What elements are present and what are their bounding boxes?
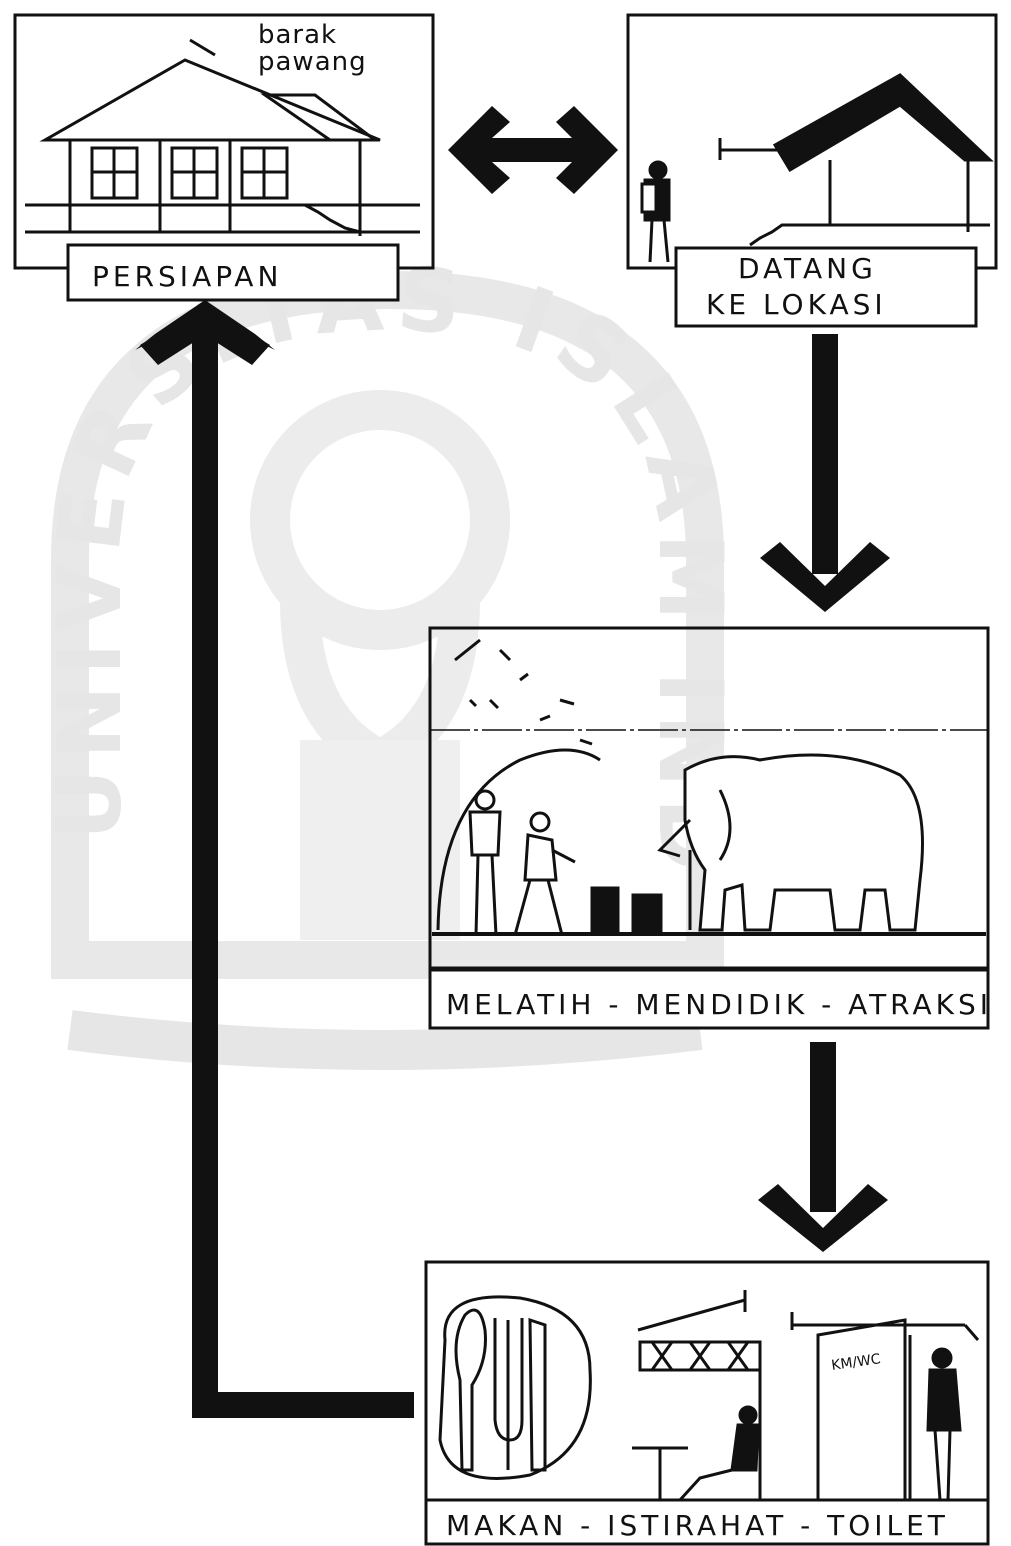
stage-makan: KM/WC MAKAN - ISTIRAHAT - TOILET bbox=[424, 1260, 990, 1546]
meal-rest-toilet-illustration bbox=[438, 1290, 980, 1502]
double-arrow-icon bbox=[448, 106, 618, 194]
watermark-seal: UNIVERSITAS ISLAM INDONESIA bbox=[0, 0, 732, 1070]
barak-note-line1: barak bbox=[258, 20, 337, 50]
stage-melatih: MELATIH - MENDIDIK - ATRAKSI bbox=[428, 626, 992, 1030]
barak-note-line2: pawang bbox=[258, 47, 367, 77]
return-arrow-icon bbox=[135, 300, 414, 1418]
persiapan-label: PERSIAPAN bbox=[92, 260, 282, 293]
persiapan-label-box bbox=[66, 243, 400, 302]
makan-label-box bbox=[424, 1498, 990, 1546]
datang-label-box bbox=[674, 246, 978, 328]
down-arrow-icon-1 bbox=[760, 334, 890, 612]
datang-label-line2: KE LOKASI bbox=[706, 288, 887, 321]
melatih-label-box bbox=[428, 968, 990, 1030]
datang-label-line1: DATANG bbox=[738, 252, 877, 285]
toilet-sign: KM/WC bbox=[830, 1351, 882, 1374]
stage-datang: DATANG KE LOKASI bbox=[626, 13, 998, 328]
barak-house-illustration bbox=[25, 38, 420, 236]
training-illustration bbox=[436, 638, 924, 936]
makan-label: MAKAN - ISTIRAHAT - TOILET bbox=[446, 1509, 949, 1542]
stage-persiapan: barak pawang PERSIAPAN bbox=[13, 13, 435, 302]
down-arrow-icon-2 bbox=[758, 1042, 888, 1252]
melatih-label: MELATIH - MENDIDIK - ATRAKSI bbox=[446, 988, 992, 1021]
arrival-illustration bbox=[640, 73, 994, 263]
